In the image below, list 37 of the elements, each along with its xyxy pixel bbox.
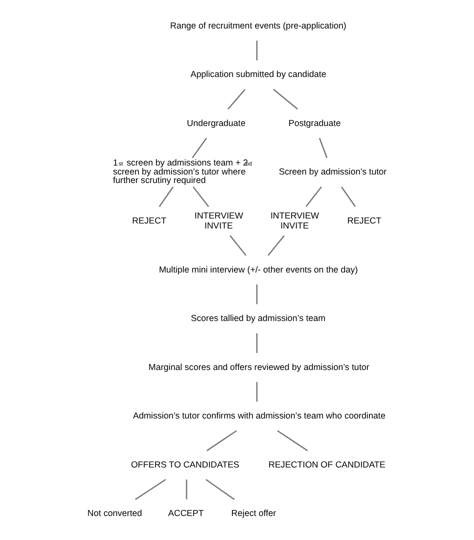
- node-text: Not converted: [86, 508, 142, 518]
- node-text: Multiple mini interview (+/- other events on the day): [158, 264, 358, 274]
- node-text: Postgraduate: [288, 118, 340, 128]
- node-text: INTERVIEW INVITE: [270, 210, 319, 230]
- node-text: REJECT: [132, 215, 166, 226]
- connector: [206, 430, 236, 452]
- connector: [229, 235, 246, 256]
- node-text: Scores tallied by admission’s team: [190, 313, 325, 324]
- connector: [256, 40, 258, 60]
- connector: [256, 284, 258, 304]
- connector: [256, 333, 258, 353]
- connector: [318, 138, 327, 158]
- node-text: Admission’s tutor confirms with admission’s team who coordinate: [132, 410, 385, 421]
- connector: [192, 186, 209, 208]
- node-text: Undergraduate: [186, 118, 246, 128]
- connector: [256, 382, 258, 402]
- connector: [205, 479, 234, 500]
- node-text: INTERVIEW INVITE: [194, 210, 243, 230]
- connector: [305, 186, 322, 208]
- node-text: REJECT: [346, 215, 381, 226]
- node-text: REJECTION OF CANDIDATE: [268, 459, 385, 470]
- node-text: OFFERS TO CANDIDATES: [130, 459, 239, 470]
- node-text: Screen by admission’s tutor: [278, 166, 386, 177]
- connector: [134, 478, 166, 500]
- connector: [272, 88, 298, 110]
- connector: [158, 186, 174, 208]
- connector: [191, 138, 206, 158]
- connector: [340, 186, 356, 208]
- node-text: Marginal scores and offers reviewed by admission’s tutor: [148, 362, 369, 372]
- node-text: Application submitted by candidate: [190, 69, 326, 80]
- connector: [276, 430, 308, 452]
- node-text: Range of recruitment events (pre-application): [170, 20, 346, 30]
- connector: [227, 88, 246, 110]
- connector: [267, 235, 284, 256]
- node-text: ACCEPT: [168, 508, 204, 518]
- connector: [185, 480, 187, 500]
- node-text: Reject offer: [230, 508, 276, 518]
